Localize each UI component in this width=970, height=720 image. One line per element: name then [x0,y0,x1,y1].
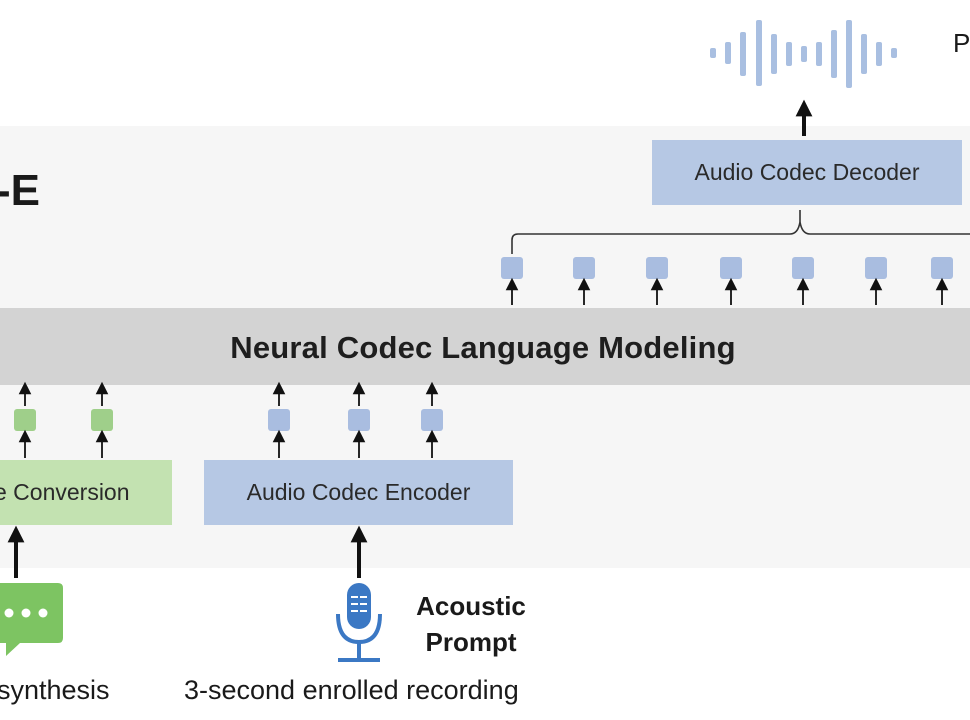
output-token [501,257,523,279]
chat-bubble-icon [0,583,63,656]
model-title-fragment: -E [0,166,40,215]
encoder-label: Audio Codec Encoder [246,479,471,505]
phoneme-token [14,409,36,431]
output-token [646,257,668,279]
phoneme-token [91,409,113,431]
acoustic-token [421,409,443,431]
acoustic-prompt-line-1: Acoustic [416,591,526,621]
acoustic-token [348,409,370,431]
audio-input-caption: 3-second enrolled recording [184,675,519,705]
microphone-icon [336,583,382,662]
output-token [931,257,953,279]
output-token [865,257,887,279]
neural-codec-language-modeling-block: Neural Codec Language Modeling [0,308,970,385]
phoneme-label: e Conversion [0,479,130,505]
text-input-caption: synthesis [0,675,110,705]
acoustic-token [268,409,290,431]
phoneme-token-arrows [18,381,109,458]
decoder-label: Audio Codec Decoder [694,159,920,185]
phoneme-conversion-block: e Conversion [0,460,172,525]
acoustic-prompt-line-2: Prompt [425,627,517,657]
output-token [792,257,814,279]
output-tokens [501,257,953,279]
audio-codec-encoder-block: Audio Codec Encoder [204,460,513,525]
output-token [573,257,595,279]
waveform-icon [710,20,897,88]
audio-codec-decoder-block: Audio Codec Decoder [652,140,962,205]
output-token-arrows [505,277,949,305]
output-label-fragment: Pe [953,28,970,58]
phoneme-tokens [14,409,113,431]
output-token-brace [511,221,970,254]
language-model-label: Neural Codec Language Modeling [230,329,736,365]
acoustic-prompt-label: Acoustic Prompt [406,588,536,660]
acoustic-token-arrows [272,381,439,458]
acoustic-tokens [268,409,443,431]
output-token [720,257,742,279]
